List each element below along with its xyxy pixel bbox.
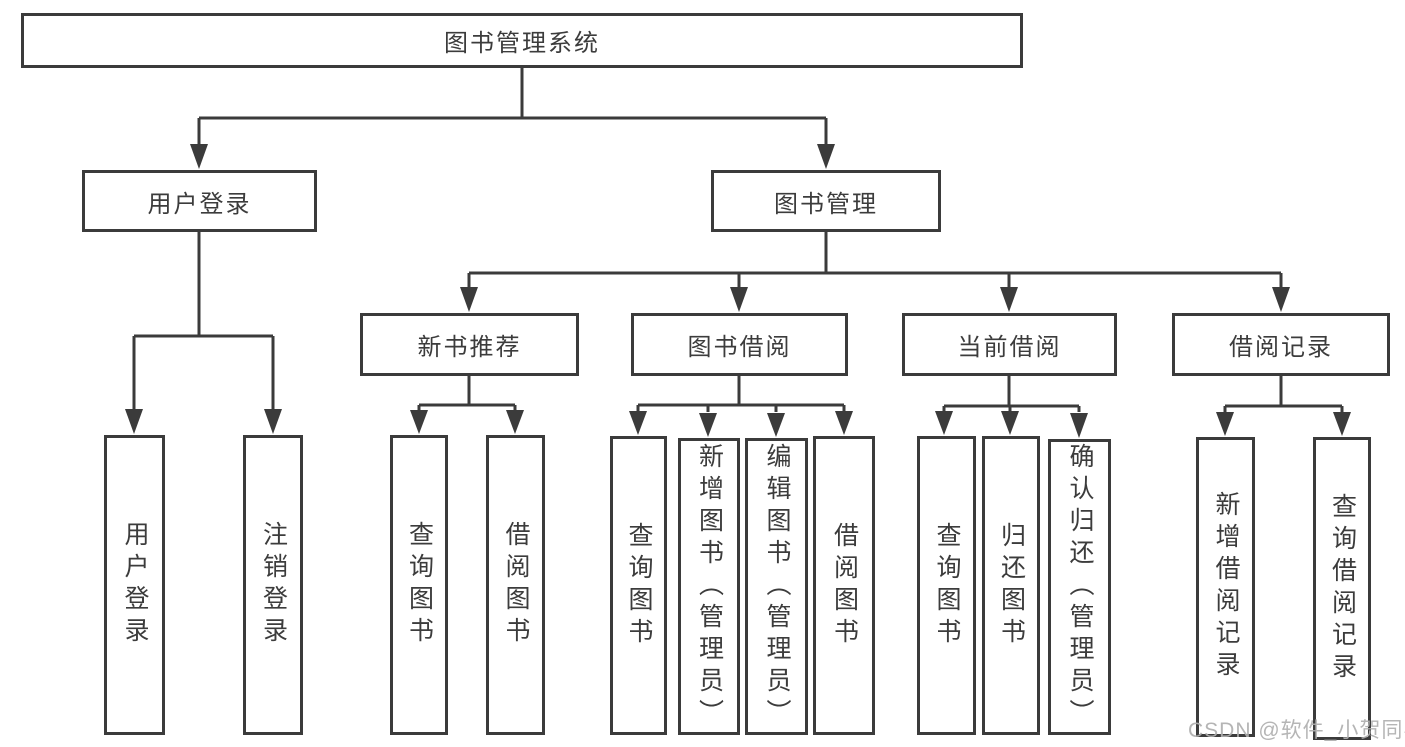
leaf-label: 编辑图书（管理员） [763,442,791,731]
node-library-system: 图书管理系统 [21,13,1023,68]
leaf-query-borrow-record: 查询借阅记录 [1313,437,1371,740]
leaf-label: 新增图书（管理员） [695,442,724,731]
leaf-label: 新增借阅记录 [1212,491,1240,683]
leaf-add-book-admin: 新增图书（管理员） [678,438,740,735]
node-book-management: 图书管理 [711,170,941,232]
leaf-label: 注销登录 [259,521,288,649]
leaf-label: 借阅图书 [502,521,530,649]
node-user-login: 用户登录 [82,170,317,232]
leaf-label: 查询图书 [933,521,961,650]
leaf-borrow-book: 借阅图书 [813,436,875,735]
leaf-confirm-return-admin: 确认归还（管理员） [1048,439,1111,735]
leaf-add-borrow-record: 新增借阅记录 [1196,437,1255,737]
leaf-label: 查询图书 [625,521,653,650]
node-current-borrow: 当前借阅 [902,313,1117,376]
leaf-label: 查询图书 [405,521,434,649]
leaf-label: 借阅图书 [830,521,859,650]
leaf-query-book-recommend: 查询图书 [390,435,448,735]
watermark: CSDN @软件_小贺同学 [1188,719,1405,742]
leaf-borrow-book-recommend: 借阅图书 [486,435,545,735]
node-borrow-records: 借阅记录 [1172,313,1390,376]
leaf-label: 确认归还（管理员） [1066,443,1094,731]
leaf-logout-login: 注销登录 [243,435,303,735]
node-book-borrow: 图书借阅 [631,313,848,376]
leaf-label: 归还图书 [997,521,1026,650]
leaf-edit-book-admin: 编辑图书（管理员） [745,438,808,735]
arrowhead-group [125,144,1351,438]
leaf-query-book-borrow: 查询图书 [610,436,667,735]
leaf-return-book: 归还图书 [982,436,1040,735]
leaf-query-book-current: 查询图书 [917,436,976,735]
leaf-user-login: 用户登录 [104,435,165,735]
leaf-label: 用户登录 [121,521,149,649]
node-new-book-recommend: 新书推荐 [360,313,579,376]
leaf-label: 查询借阅记录 [1328,492,1357,685]
